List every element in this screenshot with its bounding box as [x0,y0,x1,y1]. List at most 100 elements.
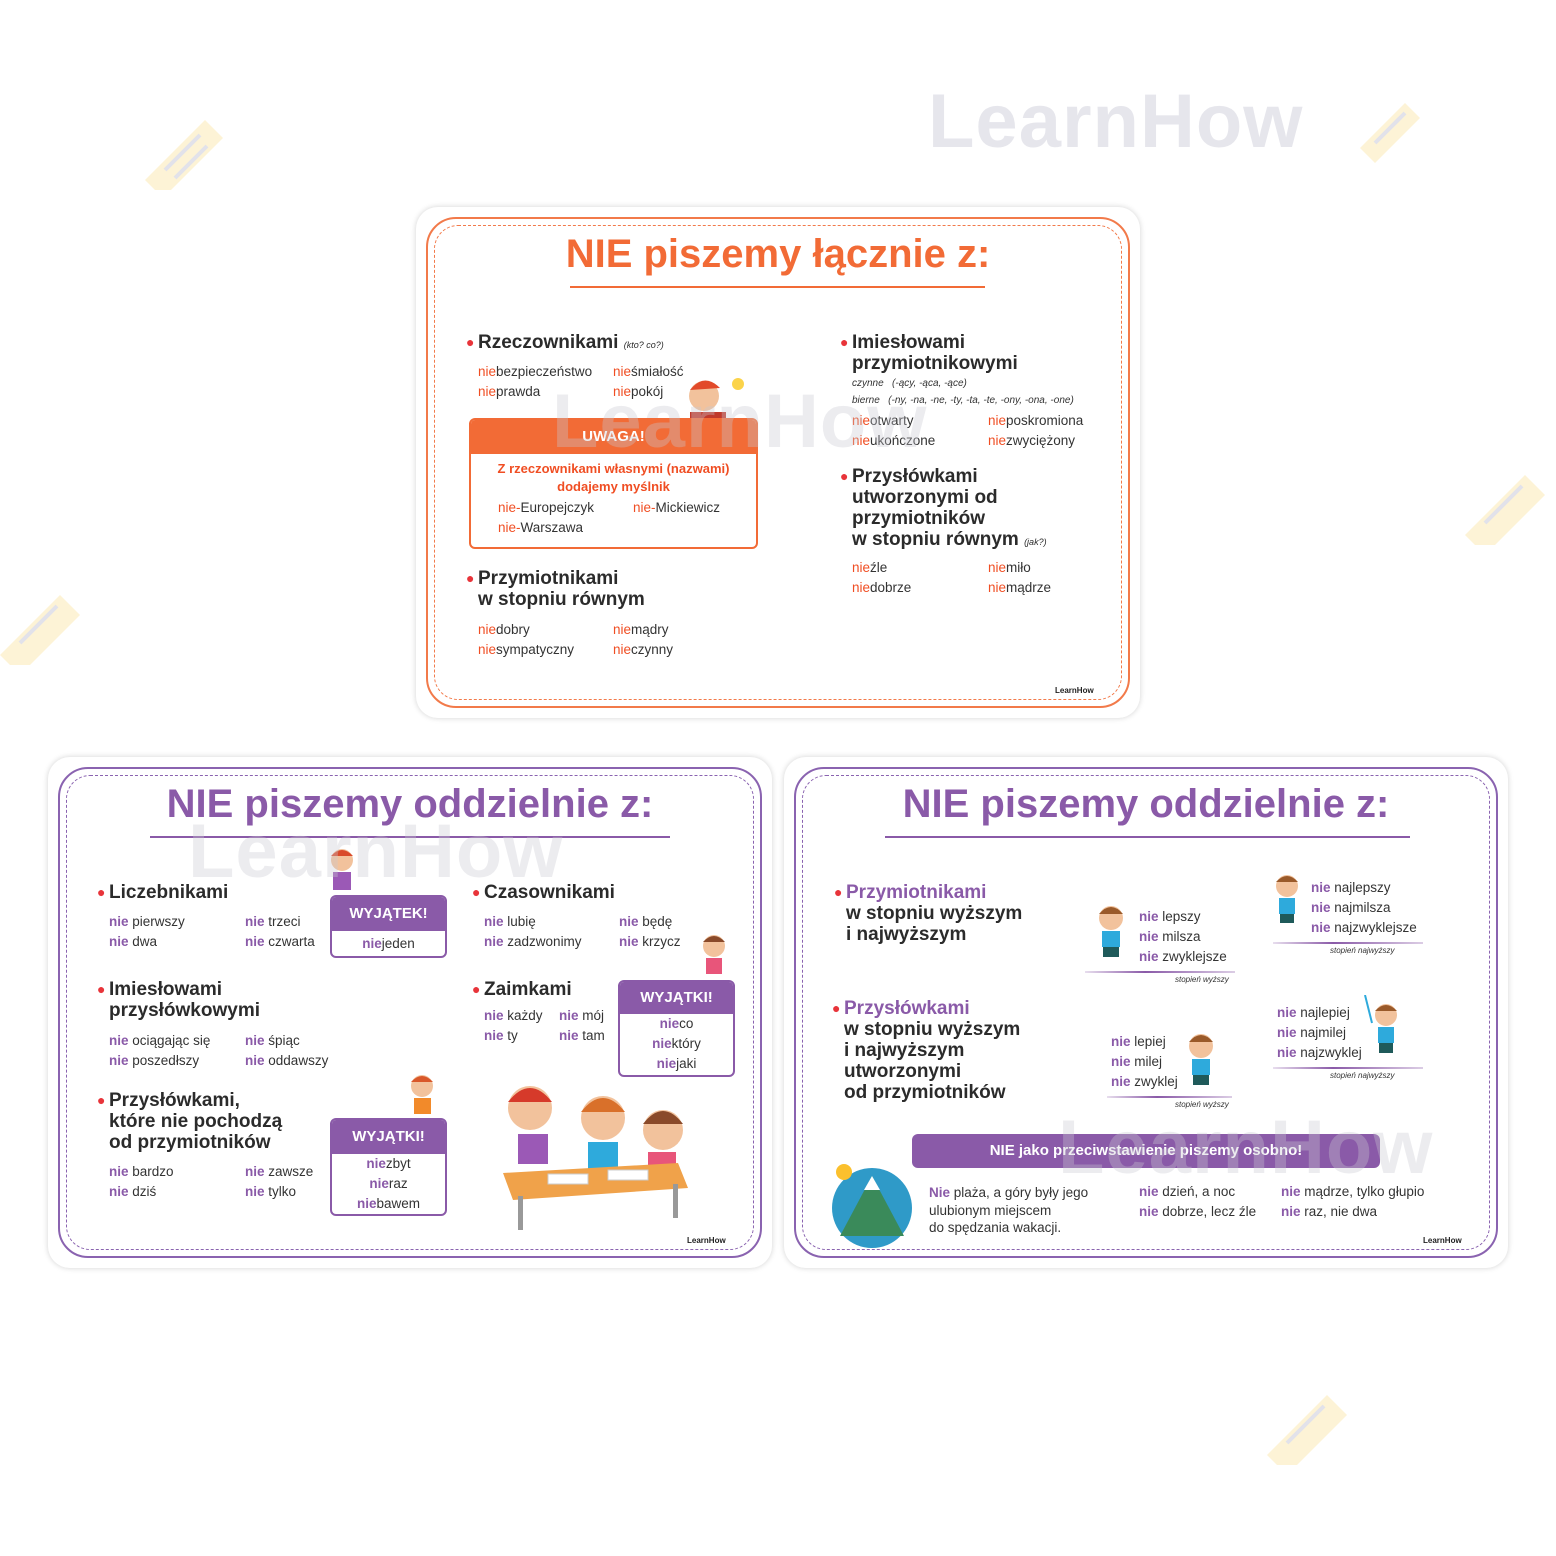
exception-word: nieraz [369,1176,408,1191]
example-word: nie lepszy [1139,909,1201,924]
uwaga-note: Z rzeczownikami własnymi (nazwami)dodaje… [497,461,730,494]
example-word: nieczynny [613,642,674,657]
learnhow-logo: LearnHow [687,1236,726,1245]
example-word: nie śpiąc [245,1033,300,1048]
example-word: nie dwa [109,934,158,949]
section-heading: ●Zaimkami [472,979,572,1000]
kids-at-desk-illustration [503,1086,688,1230]
watermark-logo: LearnHow [552,379,928,464]
learnhow-logo: LearnHow [1423,1236,1462,1245]
example-word: niedobrze [852,580,912,595]
example-word: nie zawsze [245,1164,314,1179]
example-word: nie tam [559,1028,605,1043]
exception-word: nieco [659,1016,694,1031]
contrast-banner: NIE jako przeciwstawienie piszemy osobno… [912,1134,1380,1168]
pencil-icon [1267,1395,1347,1465]
boy-illustration [411,1075,433,1114]
example-word: nie najmilej [1277,1025,1347,1040]
sitting-boy-illustration [331,849,353,890]
example-word: nie-Mickiewicz [633,500,721,515]
degree-line [1273,942,1423,944]
participle-note: czynne (-ący, -ąca, -ące) [852,378,967,389]
example-word: nie zwyklej [1111,1074,1178,1089]
example-word: niemądrze [988,580,1052,595]
example-word: nie-Warszawa [498,520,584,535]
exception-box: WYJĄTKI! nieco niektóry niejaki [618,980,735,1077]
watermark-logo: LearnHow [928,79,1304,164]
degree-line [1107,1096,1232,1098]
contrast-example: nie dobrze, lecz źle [1139,1204,1257,1219]
contrast-example: nie raz, nie dwa [1281,1204,1378,1219]
pencil-icon [1465,475,1545,545]
example-word: nieprawda [478,384,541,399]
girl-with-pointer-illustration [1364,995,1397,1053]
degree-line [1085,971,1235,973]
title-underline [885,836,1410,838]
example-word: nieukończone [852,433,936,448]
example-word: nie zadzwonimy [484,934,582,949]
exception-box: WYJĄTEK! niejeden [330,895,447,958]
exception-word: niejeden [362,936,415,951]
exception-word: niektóry [652,1036,701,1051]
mountain-globe-illustration [832,1164,912,1248]
example-word: nie będę [619,914,673,929]
exception-word: niebawem [356,1196,421,1211]
uwaga-box: UWAGA! Z rzeczownikami własnymi (nazwami… [469,418,758,549]
example-word: nie oddawszy [245,1053,329,1068]
section-heading: ●Rzeczownikami (kto? co?) [466,332,664,353]
example-word: nie ty [484,1028,518,1043]
contrast-example: nie mądrze, tylko głupio [1281,1184,1425,1199]
exception-header: WYJĄTKI! [620,982,733,1014]
section-heading: ●Liczebnikami [97,882,229,903]
jumping-girl-illustration [1276,875,1298,923]
example-word: nie czwarta [245,934,315,949]
example-word: nie mój [559,1008,605,1023]
card-title: NIE piszemy oddzielnie z: [166,782,654,826]
example-word: nie poszedłszy [109,1053,200,1068]
example-word: nie lepiej [1111,1034,1166,1049]
degree-label: stopień najwyższy [1330,946,1395,955]
example-word: nie pierwszy [109,914,185,929]
example-word: nie najlepszy [1311,880,1391,895]
example-word: niepokój [613,384,664,399]
example-word: niebezpieczeństwo [478,364,593,379]
exception-word: niejaki [656,1056,697,1071]
example-word: niedobry [478,622,530,637]
example-word: nieotwarty [852,413,914,428]
title-underline [150,836,670,838]
contrast-example: nie dzień, a noc [1139,1184,1236,1199]
exception-header: WYJĄTEK! [332,897,445,931]
pencil-icon [145,120,223,190]
example-word: nie najzwyklejsze [1311,920,1417,935]
learnhow-logo: LearnHow [1055,686,1094,695]
example-word: nieśmiałość [613,364,684,379]
watermark-logo: LearnHow [1058,1105,1434,1190]
exception-header: WYJĄTKI! [332,1120,445,1154]
degree-line [1273,1067,1423,1069]
example-word: nie każdy [484,1008,543,1023]
card-pisownia-oddzielnie-2 [784,757,1508,1268]
girl-illustration [703,935,725,974]
example-word: niesympatyczny [478,642,575,657]
example-word: nie zwyklejsze [1139,949,1227,964]
example-word: nie tylko [245,1184,297,1199]
example-word: nie dziś [109,1184,157,1199]
exception-box: WYJĄTKI! niezbyt nieraz niebawem [330,1118,447,1216]
running-girl-illustration [1189,1034,1213,1085]
example-word: nie milsza [1139,929,1201,944]
example-word: nieźle [852,560,888,575]
example-word: niemiło [988,560,1031,575]
card-title: NIE piszemy oddzielnie z: [902,782,1390,826]
title-underline [570,286,985,288]
example-word: nie najlepiej [1277,1005,1350,1020]
example-word: nie krzycz [619,934,681,949]
example-word: nie bardzo [109,1164,174,1179]
example-word: nie najzwyklej [1277,1045,1362,1060]
